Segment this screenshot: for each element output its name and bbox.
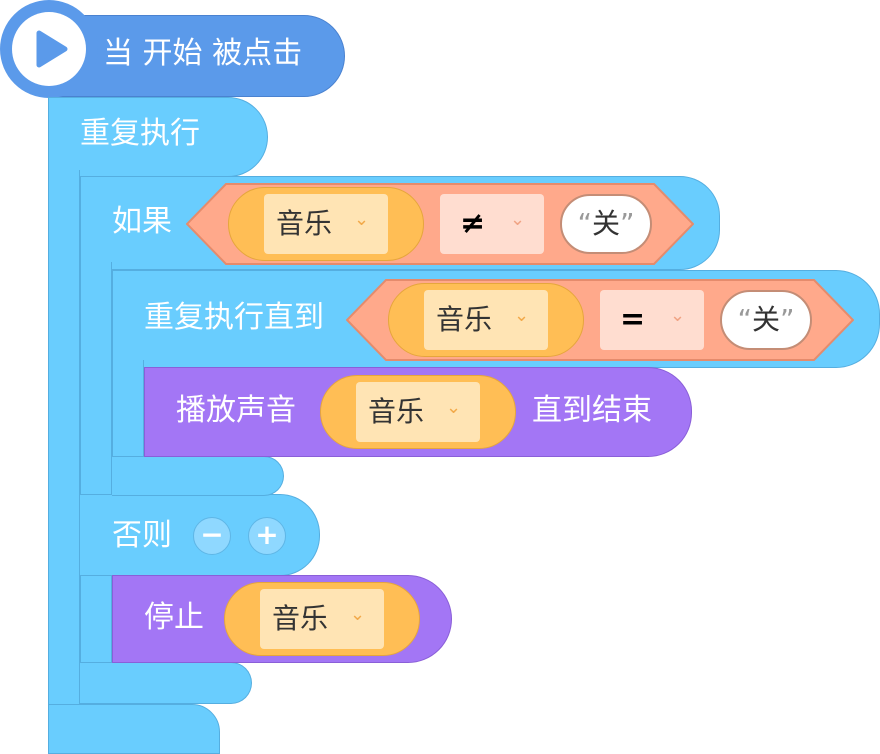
music-dropdown-label: 音乐 [272, 602, 329, 635]
string-input[interactable]: “关” [720, 290, 812, 350]
music-dropdown[interactable]: 音乐 ⌄ [424, 290, 548, 350]
play-sound-label: 播放声音 [176, 393, 296, 428]
forever-label: 重复执行 [80, 116, 200, 151]
add-else-if-button[interactable]: + [248, 517, 286, 555]
forever-loop-foot [48, 704, 220, 754]
chevron-down-icon: ⌄ [350, 604, 366, 625]
string-value: 关 [591, 207, 620, 240]
chevron-down-icon: ⌄ [446, 397, 462, 418]
remove-else-button[interactable]: − [193, 517, 231, 555]
chevron-down-icon: ⌄ [514, 305, 530, 326]
minus-icon: − [200, 518, 224, 551]
chevron-down-icon: ⌄ [510, 209, 526, 230]
music-dropdown-label: 音乐 [368, 395, 425, 428]
operator-dropdown-not-equal[interactable]: ≠ ⌄ [440, 194, 544, 254]
music-dropdown[interactable]: 音乐 ⌄ [260, 589, 384, 649]
chevron-down-icon: ⌄ [354, 209, 370, 230]
else-label: 否则 [112, 518, 172, 553]
operator-label: ≠ [460, 206, 486, 241]
string-input[interactable]: “关” [560, 194, 652, 254]
operator-label: = [620, 302, 646, 337]
forever-loop-arm [48, 170, 80, 744]
repeat-until-label: 重复执行直到 [144, 300, 324, 335]
stop-label: 停止 [144, 600, 204, 635]
string-value: 关 [751, 303, 780, 336]
play-icon [36, 30, 68, 68]
chevron-down-icon: ⌄ [670, 305, 686, 326]
if-label: 如果 [112, 204, 172, 239]
until-done-label: 直到结束 [532, 393, 652, 428]
music-dropdown-label: 音乐 [276, 207, 333, 240]
plus-icon: + [255, 518, 279, 551]
if-else-foot [80, 662, 252, 704]
if-else-arm [80, 262, 112, 704]
music-dropdown[interactable]: 音乐 ⌄ [356, 382, 480, 442]
operator-dropdown-equal[interactable]: = ⌄ [600, 290, 704, 350]
music-dropdown-label: 音乐 [436, 303, 493, 336]
play-button[interactable] [12, 12, 86, 86]
repeat-until-foot [112, 456, 284, 496]
hat-label: 当 开始 被点击 [103, 36, 303, 71]
music-dropdown[interactable]: 音乐 ⌄ [264, 194, 388, 254]
